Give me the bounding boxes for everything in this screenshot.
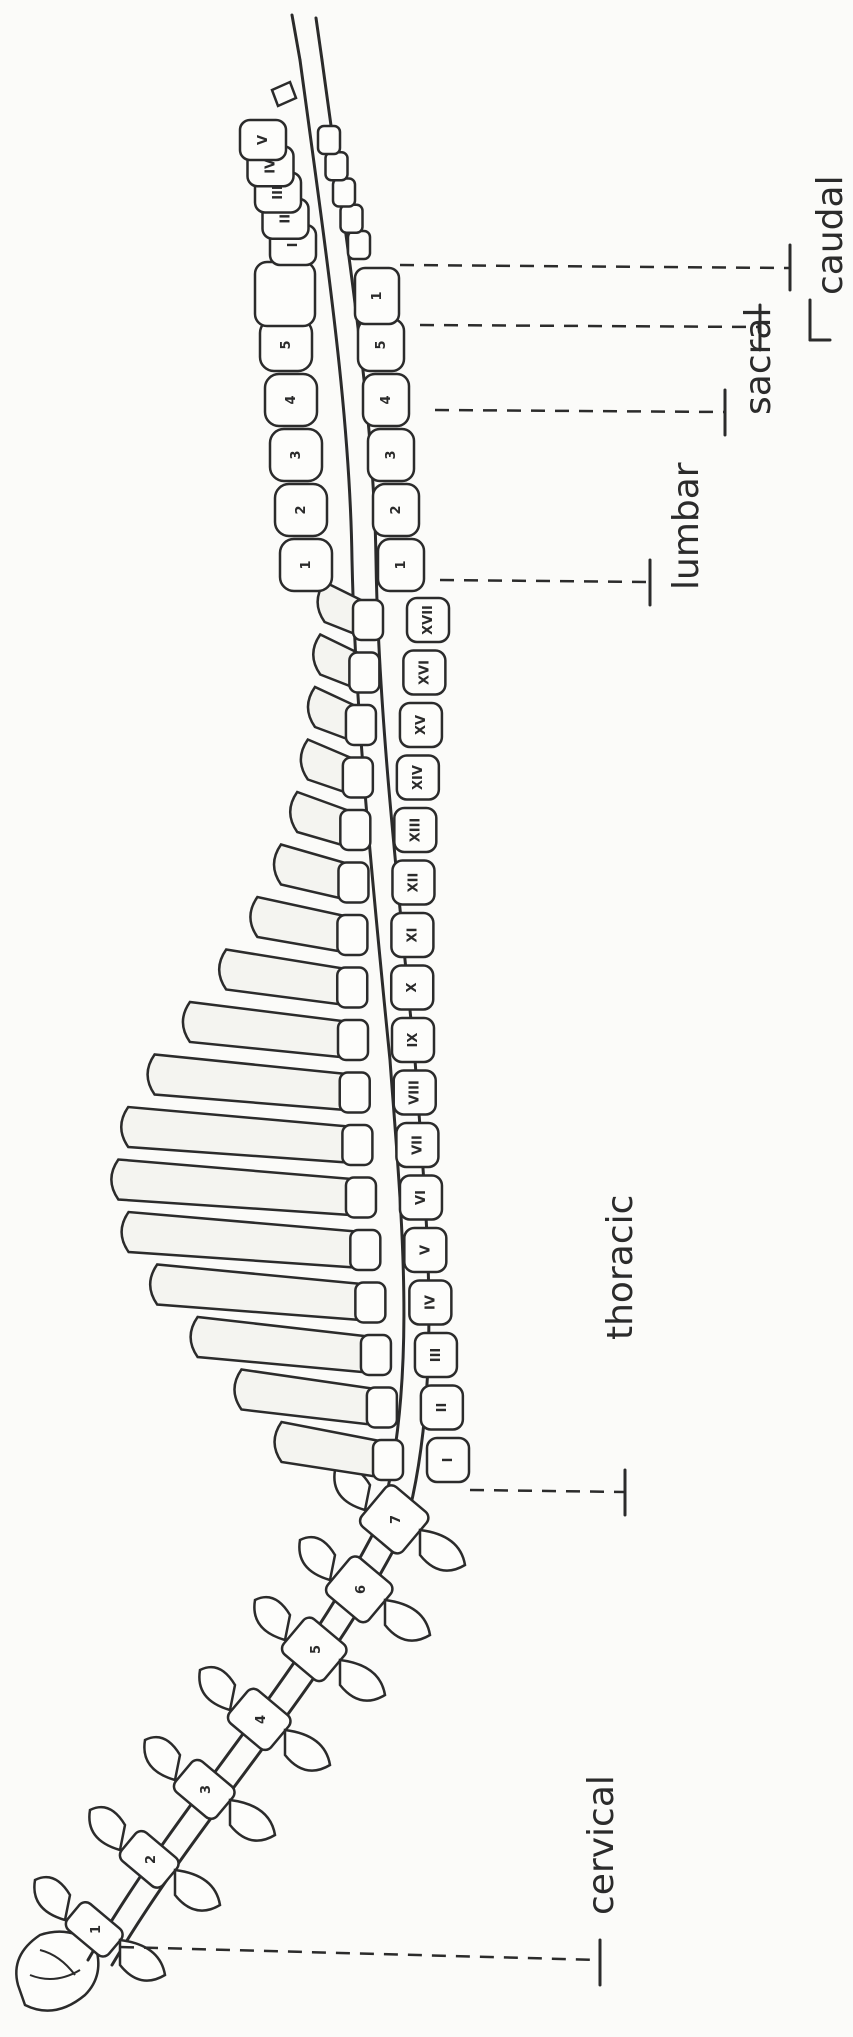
thoracic-number: IV — [423, 1295, 438, 1310]
rib — [275, 1422, 385, 1478]
cervical-number: 1 — [89, 1925, 104, 1934]
cervical-label: cervical — [581, 1775, 622, 1915]
cervical-number: 4 — [254, 1715, 269, 1724]
thoracic-vertebra: XVII — [353, 598, 449, 642]
rib — [150, 1265, 367, 1321]
thoracic-number: XI — [405, 928, 420, 943]
thoracic-vertebra: XIV — [343, 756, 439, 800]
caudal-number: II — [279, 214, 294, 224]
lumbar-vertebra: 33 — [270, 429, 414, 481]
thoracic-number: VI — [414, 1190, 429, 1205]
lumbar-number: 3 — [384, 450, 399, 459]
thoracic-vertebra: II — [367, 1386, 463, 1430]
cervical-number: 6 — [354, 1585, 369, 1594]
thoracic-label: thoracic — [600, 1195, 641, 1340]
lumbar-label: lumbar — [666, 462, 707, 590]
lumbar-spine-number: 5 — [279, 340, 294, 349]
lumbar-vertebra: 44 — [265, 374, 409, 426]
sacral-boundary-line — [435, 410, 725, 412]
cervical-number: 7 — [389, 1515, 404, 1524]
caudal-number: V — [256, 135, 271, 145]
cervical-number: 2 — [144, 1855, 159, 1864]
thoracic-vertebra: V — [350, 1228, 446, 1272]
sacral-label: sacral — [738, 308, 779, 415]
rib — [122, 1212, 363, 1268]
thoracic-vertebra: XVI — [349, 651, 445, 695]
thoracic-number: XVI — [417, 660, 432, 685]
thoracic-number: I — [441, 1458, 456, 1463]
rib — [183, 1002, 350, 1058]
thoracic-vertebra: XII — [338, 861, 434, 905]
rib — [219, 950, 349, 1006]
thoracic-vertebra: VII — [342, 1123, 438, 1167]
thoracic-number: III — [429, 1348, 444, 1363]
lumbar-spine-number: 1 — [299, 560, 314, 569]
thoracic-number: XIII — [408, 818, 423, 843]
thoracic-number: VIII — [408, 1080, 423, 1105]
thoracic-number: XIV — [411, 765, 426, 790]
rib — [111, 1160, 358, 1216]
caudal-boundary-line-b — [400, 265, 790, 268]
cervical-number: 5 — [309, 1645, 324, 1654]
thoracic-number: XII — [406, 873, 421, 893]
caudal-number: I — [286, 243, 301, 248]
sacral-number: 1 — [370, 291, 385, 300]
caudal-label: caudal — [810, 175, 851, 295]
lumbar-number: 5 — [374, 340, 389, 349]
lumbar-boundary-line — [440, 580, 650, 582]
thoracic-number: IX — [406, 1033, 421, 1048]
cervical-boundary-line — [120, 1947, 600, 1960]
lumbar-spine-number: 3 — [289, 450, 304, 459]
lumbar-number: 2 — [389, 505, 404, 514]
thoracic-vertebra: XI — [337, 913, 433, 957]
tail-tip — [272, 15, 322, 106]
lumbar-number: 1 — [394, 560, 409, 569]
thoracic-vertebra: VI — [346, 1176, 442, 1220]
cervical-vertebrae: 1 2 3 4 5 6 7 — [34, 1467, 465, 1980]
thoracic-number: XV — [414, 715, 429, 735]
cervical-number: 3 — [199, 1785, 214, 1794]
region-labels: cervical thoracic lumbar sacral caudal — [581, 175, 851, 1915]
rib — [191, 1317, 373, 1373]
thoracic-number: II — [435, 1403, 450, 1413]
thoracic-number: V — [418, 1245, 433, 1255]
thoracic-boundary-line — [470, 1490, 625, 1492]
lumbar-spine-number: 2 — [294, 505, 309, 514]
thoracic-vertebra: VIII — [340, 1071, 436, 1115]
lumbar-number: 4 — [379, 395, 394, 404]
lumbar-vertebra: 22 — [275, 484, 419, 536]
caudal-boundary-line-a — [420, 325, 760, 327]
rib — [234, 1370, 378, 1426]
rib — [250, 897, 349, 953]
rib — [148, 1055, 352, 1111]
cervical-vertebra: 3 — [144, 1737, 275, 1840]
thoracic-number: XVII — [421, 605, 436, 635]
thoracic-vertebra: XIII — [340, 808, 436, 852]
thoracic-vertebra: XV — [346, 703, 442, 747]
thoracic-number: X — [405, 982, 420, 992]
thoracic-number: VII — [410, 1135, 425, 1155]
lumbar-spine-number: 4 — [284, 395, 299, 404]
rib — [121, 1107, 354, 1163]
thoracic-vertebra: III — [361, 1333, 457, 1377]
